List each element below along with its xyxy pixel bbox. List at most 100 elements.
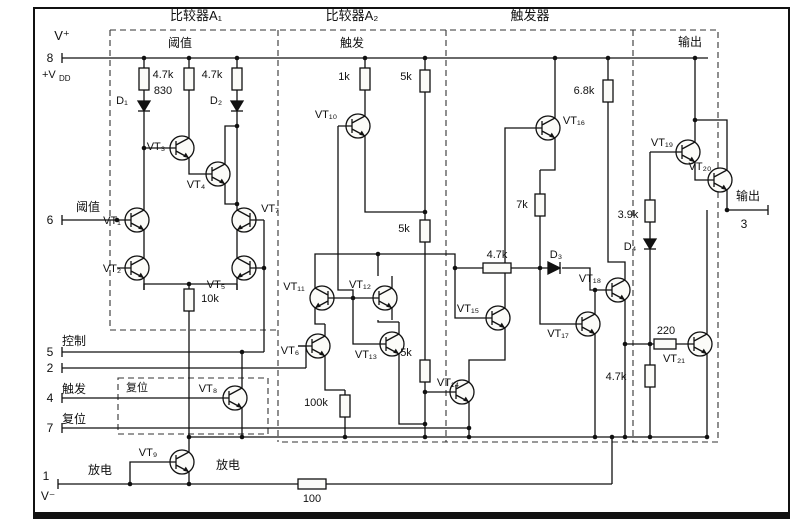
vt4-label: VT₄ [187, 179, 206, 191]
vt15-label: VT₁₅ [457, 303, 479, 315]
resistor-10k [183, 288, 195, 312]
r-4k7-out-label: 4.7k [606, 371, 627, 383]
d2-label: D₂ [210, 95, 222, 107]
d2-diode [229, 100, 245, 113]
reset-box-label: 复位 [126, 380, 148, 394]
vt7-transistor [231, 197, 265, 243]
resistor-4k7-h [482, 262, 512, 274]
junction-dots [114, 55, 730, 487]
vt19-label: VT₁₉ [651, 137, 673, 149]
r-6k8-label: 6.8k [574, 85, 595, 97]
discharge-node-label: 放电 [216, 457, 240, 472]
vt3-label: VT₃ [147, 141, 166, 153]
r-220-label: 220 [657, 325, 675, 337]
a1-threshold-sublabel: 阈值 [168, 35, 192, 50]
pin-4-number: 4 [47, 391, 54, 405]
figure-frame [33, 7, 790, 519]
a2-trigger-sublabel: 触发 [340, 35, 364, 50]
vt5-label: VT₅ [207, 279, 226, 291]
resistor-1k [359, 67, 371, 91]
pin-vdd-subscript: DD [59, 74, 71, 83]
d3-label: D₃ [550, 249, 562, 261]
vt16-label: VT₁₆ [563, 115, 585, 127]
r-830-label: 830 [154, 85, 172, 97]
pin-8-number: 8 [47, 51, 54, 65]
resistor-4k7-a1-left [138, 67, 150, 91]
vt2-transistor [116, 245, 150, 291]
resistor-100k [339, 394, 351, 418]
diode-symbols [136, 100, 658, 276]
vt6-transistor [297, 323, 331, 369]
pin-output-label: 输出 [736, 188, 760, 203]
resistor-830 [183, 67, 195, 91]
resistor-100 [297, 478, 327, 490]
r-3k9-label: 3.9k [618, 209, 639, 221]
resistor-3k9 [644, 199, 656, 223]
resistor-5k-mid [419, 219, 431, 243]
resistor-6k8 [602, 79, 614, 103]
vt11-label: VT₁₁ [283, 281, 305, 293]
vt18-label: VT₁₈ [579, 273, 601, 285]
r-10k-label: 10k [201, 293, 219, 305]
vt3-transistor [161, 125, 195, 171]
pin-7-number: 7 [47, 421, 54, 435]
r-4k7-a1-right-label: 4.7k [202, 69, 223, 81]
vt17-label: VT₁₇ [547, 328, 569, 340]
vt15-transistor [477, 295, 511, 341]
pin-6-number: 6 [47, 213, 54, 227]
d4-label: D₄ [624, 241, 637, 253]
vt2-label: VT₂ [103, 263, 121, 275]
resistor-5k-low [419, 359, 431, 383]
vt5-transistor [231, 245, 265, 291]
resistor-4k7-a1-right [231, 67, 243, 91]
resistor-5k-top [419, 69, 431, 93]
vt6-label: VT₆ [281, 345, 300, 357]
vt9-label: VT₉ [139, 447, 157, 459]
pin-vplus-label: V⁺ [54, 28, 70, 43]
vt9-transistor [161, 439, 195, 485]
section-comparator-a2-title: 比较器A₂ [326, 8, 379, 23]
r-4k7-a1-left-label: 4.7k [153, 69, 174, 81]
pin-ticks [57, 53, 769, 489]
section-flipflop-title: 触发器 [510, 8, 549, 23]
resistor-220 [653, 338, 677, 350]
pin-2-number: 2 [47, 361, 54, 375]
d3-diode [547, 260, 562, 276]
vt8-transistor [214, 375, 248, 421]
d1-label: D₁ [116, 95, 128, 107]
resistor-7k [534, 193, 546, 217]
pin-1-number: 1 [43, 469, 50, 483]
vt8-label: VT₈ [199, 383, 218, 395]
vt12-label: VT₁₂ [349, 279, 371, 291]
section-comparator-a1-title: 比较器A₁ [170, 8, 223, 23]
vt21-label: VT₂₁ [663, 353, 685, 365]
wires [57, 53, 769, 489]
r-4k7-h-label: 4.7k [487, 249, 508, 261]
r-1k-label: 1k [338, 71, 350, 83]
pin-vminus-label: V⁻ [41, 489, 55, 503]
vt7-label: VT₇ [261, 203, 279, 215]
resistor-symbols [138, 67, 677, 490]
vt16-transistor [527, 105, 561, 151]
reset-box-outline [117, 377, 269, 435]
pin-threshold-label: 阈值 [76, 199, 100, 214]
r-5k-top-label: 5k [400, 71, 412, 83]
pin-discharge-label: 放电 [88, 462, 112, 477]
vt1-transistor [116, 197, 150, 243]
vt10-label: VT₁₀ [315, 109, 337, 121]
section-boxes [109, 29, 719, 443]
vt13-label: VT₁₃ [355, 349, 377, 361]
r-100k-label: 100k [304, 397, 328, 409]
vt14-label: VT₁₄ [437, 377, 460, 389]
pin-5-number: 5 [47, 345, 54, 359]
vt20-label: VT₂₀ [689, 161, 712, 173]
labels: 比较器A₁ 比较器A₂ 触发器 阈值 触发 输出 复位 V⁺ 8 +V DD 阈… [41, 8, 760, 505]
pin-vdd-label: +V [42, 69, 56, 81]
r-5k-low-label: 5k [400, 347, 412, 359]
vt11-transistor [309, 275, 343, 321]
r-7k-label: 7k [516, 199, 528, 211]
vt18-transistor [597, 267, 631, 313]
r-100-label: 100 [303, 493, 321, 505]
